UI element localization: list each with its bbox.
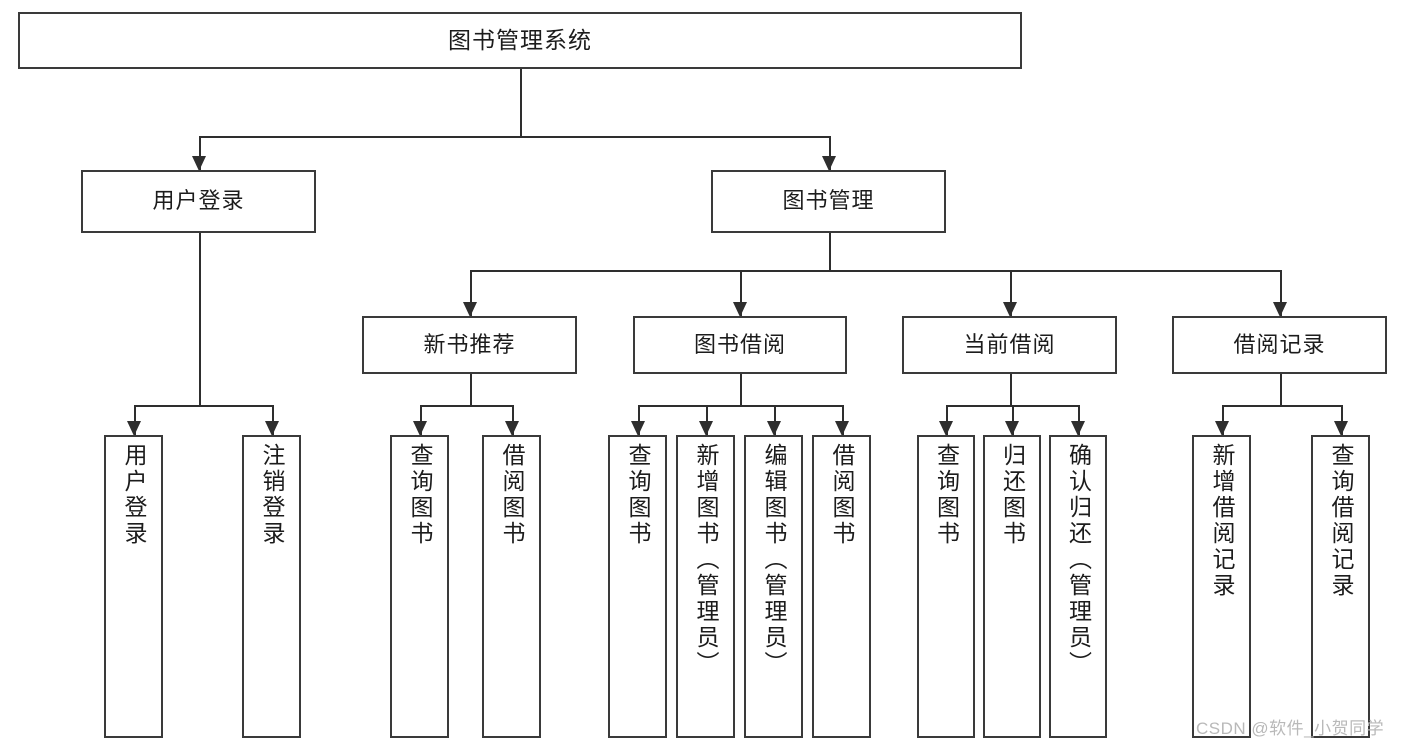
connector-stem-book-manage — [828, 233, 831, 270]
connector-bus-new-book-recommend — [419, 405, 512, 407]
connector-branch-new-book-recommend — [469, 270, 472, 316]
arrow-head-icon-leaf-edit-book — [766, 421, 781, 436]
node-label-leaf-user-logout: 注销登录 — [259, 443, 285, 547]
connector-stem-book-borrow — [740, 374, 742, 405]
node-label-book-borrow: 图书借阅 — [693, 331, 786, 357]
node-leaf-confirm-return[interactable]: 确认归还（管理员） — [1049, 435, 1107, 738]
arrow-head-icon-leaf-return-book — [1005, 421, 1019, 436]
connector-branch-leaf-query-book-2 — [637, 405, 640, 435]
connector-stem-borrow-record — [1279, 374, 1282, 405]
node-label-leaf-add-book: 新增图书（管理员） — [693, 443, 719, 677]
node-label-leaf-user-login: 用户登录 — [121, 443, 147, 547]
connector-stem-current-borrow — [1009, 374, 1012, 405]
connector-branch-user-login — [198, 136, 201, 170]
node-label-leaf-query-record: 查询借阅记录 — [1328, 443, 1354, 599]
node-leaf-borrow-book-1[interactable]: 借阅图书 — [482, 435, 541, 738]
arrow-head-icon-leaf-query-book-2 — [630, 421, 645, 436]
arrow-head-icon-leaf-query-book-1 — [412, 421, 427, 436]
connector-branch-leaf-return-book — [1012, 405, 1014, 435]
connector-branch-leaf-user-login — [133, 405, 136, 435]
connector-branch-leaf-user-logout — [271, 405, 274, 435]
arrow-head-icon-book-manage — [821, 156, 836, 171]
node-label-leaf-add-record: 新增借阅记录 — [1209, 443, 1235, 599]
node-label-user-login: 用户登录 — [152, 188, 245, 214]
node-label-leaf-return-book: 归还图书 — [999, 443, 1026, 547]
node-leaf-add-book[interactable]: 新增图书（管理员） — [676, 435, 735, 738]
arrow-head-icon-borrow-record — [1272, 302, 1287, 317]
connector-branch-leaf-borrow-book-2 — [841, 405, 844, 435]
connector-branch-leaf-borrow-book-1 — [511, 405, 514, 435]
node-label-leaf-query-book-2: 查询图书 — [625, 443, 651, 547]
connector-branch-leaf-query-book-1 — [419, 405, 422, 435]
node-leaf-query-book-2[interactable]: 查询图书 — [608, 435, 667, 738]
watermark-text: CSDN @软件_小贺同学 — [1196, 719, 1385, 738]
node-label-borrow-record: 借阅记录 — [1233, 331, 1326, 357]
node-label-leaf-confirm-return: 确认归还（管理员） — [1065, 443, 1092, 677]
arrow-head-icon-leaf-borrow-book-1 — [504, 421, 519, 436]
connector-branch-leaf-edit-book — [773, 405, 776, 435]
connector-branch-leaf-query-book-3 — [946, 405, 948, 435]
node-leaf-query-book-3[interactable]: 查询图书 — [917, 435, 975, 738]
arrow-head-icon-new-book-recommend — [462, 302, 477, 317]
node-leaf-query-record[interactable]: 查询借阅记录 — [1311, 435, 1370, 738]
connector-bus-root — [198, 136, 829, 138]
node-leaf-user-logout[interactable]: 注销登录 — [242, 435, 301, 738]
arrow-head-icon-leaf-user-logout — [264, 421, 279, 436]
connector-bus-user-login — [133, 405, 272, 407]
arrow-head-icon-leaf-add-book — [698, 421, 713, 436]
arrow-head-icon-current-borrow — [1002, 302, 1017, 317]
node-label-current-borrow: 当前借阅 — [963, 331, 1056, 357]
node-leaf-edit-book[interactable]: 编辑图书（管理员） — [744, 435, 803, 738]
arrow-head-icon-leaf-user-login — [126, 421, 141, 436]
connector-stem-user-login — [198, 233, 201, 405]
arrow-head-icon-leaf-query-book-3 — [939, 421, 953, 436]
node-label-leaf-edit-book: 编辑图书（管理员） — [761, 443, 787, 677]
arrow-head-icon-leaf-confirm-return — [1071, 421, 1085, 436]
connector-stem-new-book-recommend — [469, 374, 472, 405]
connector-bus-borrow-record — [1221, 405, 1341, 407]
arrow-head-icon-user-login — [191, 156, 206, 171]
connector-stem-root — [520, 69, 522, 136]
arrow-head-icon-book-borrow — [733, 302, 747, 317]
connector-branch-leaf-add-book — [705, 405, 708, 435]
arrow-head-icon-leaf-query-record — [1333, 421, 1348, 436]
node-new-book-recommend[interactable]: 新书推荐 — [362, 316, 577, 374]
node-label-leaf-borrow-book-1: 借阅图书 — [499, 443, 525, 547]
connector-branch-leaf-confirm-return — [1078, 405, 1080, 435]
node-book-manage[interactable]: 图书管理 — [711, 170, 946, 233]
node-leaf-query-book-1[interactable]: 查询图书 — [390, 435, 449, 738]
node-borrow-record[interactable]: 借阅记录 — [1172, 316, 1387, 374]
node-leaf-user-login[interactable]: 用户登录 — [104, 435, 163, 738]
node-leaf-borrow-book-2[interactable]: 借阅图书 — [812, 435, 871, 738]
node-leaf-add-record[interactable]: 新增借阅记录 — [1192, 435, 1251, 738]
connector-branch-current-borrow — [1009, 270, 1012, 316]
connector-branch-leaf-add-record — [1221, 405, 1224, 435]
connector-bus-book-borrow — [637, 405, 842, 407]
node-root[interactable]: 图书管理系统 — [18, 12, 1022, 69]
node-label-root: 图书管理系统 — [448, 26, 592, 53]
node-label-leaf-borrow-book-2: 借阅图书 — [829, 443, 855, 547]
node-label-leaf-query-book-3: 查询图书 — [933, 443, 960, 547]
node-label-new-book-recommend: 新书推荐 — [423, 331, 516, 357]
node-label-book-manage: 图书管理 — [782, 188, 875, 214]
connector-branch-borrow-record — [1279, 270, 1282, 316]
arrow-head-icon-leaf-borrow-book-2 — [834, 421, 849, 436]
connector-branch-book-manage — [828, 136, 831, 170]
arrow-head-icon-leaf-add-record — [1214, 421, 1229, 436]
node-leaf-return-book[interactable]: 归还图书 — [983, 435, 1041, 738]
node-label-leaf-query-book-1: 查询图书 — [407, 443, 433, 547]
node-book-borrow[interactable]: 图书借阅 — [633, 316, 847, 374]
connector-branch-leaf-query-record — [1340, 405, 1343, 435]
node-user-login[interactable]: 用户登录 — [81, 170, 316, 233]
connector-bus-book-manage — [469, 270, 1280, 272]
connector-branch-book-borrow — [740, 270, 742, 316]
node-current-borrow[interactable]: 当前借阅 — [902, 316, 1117, 374]
